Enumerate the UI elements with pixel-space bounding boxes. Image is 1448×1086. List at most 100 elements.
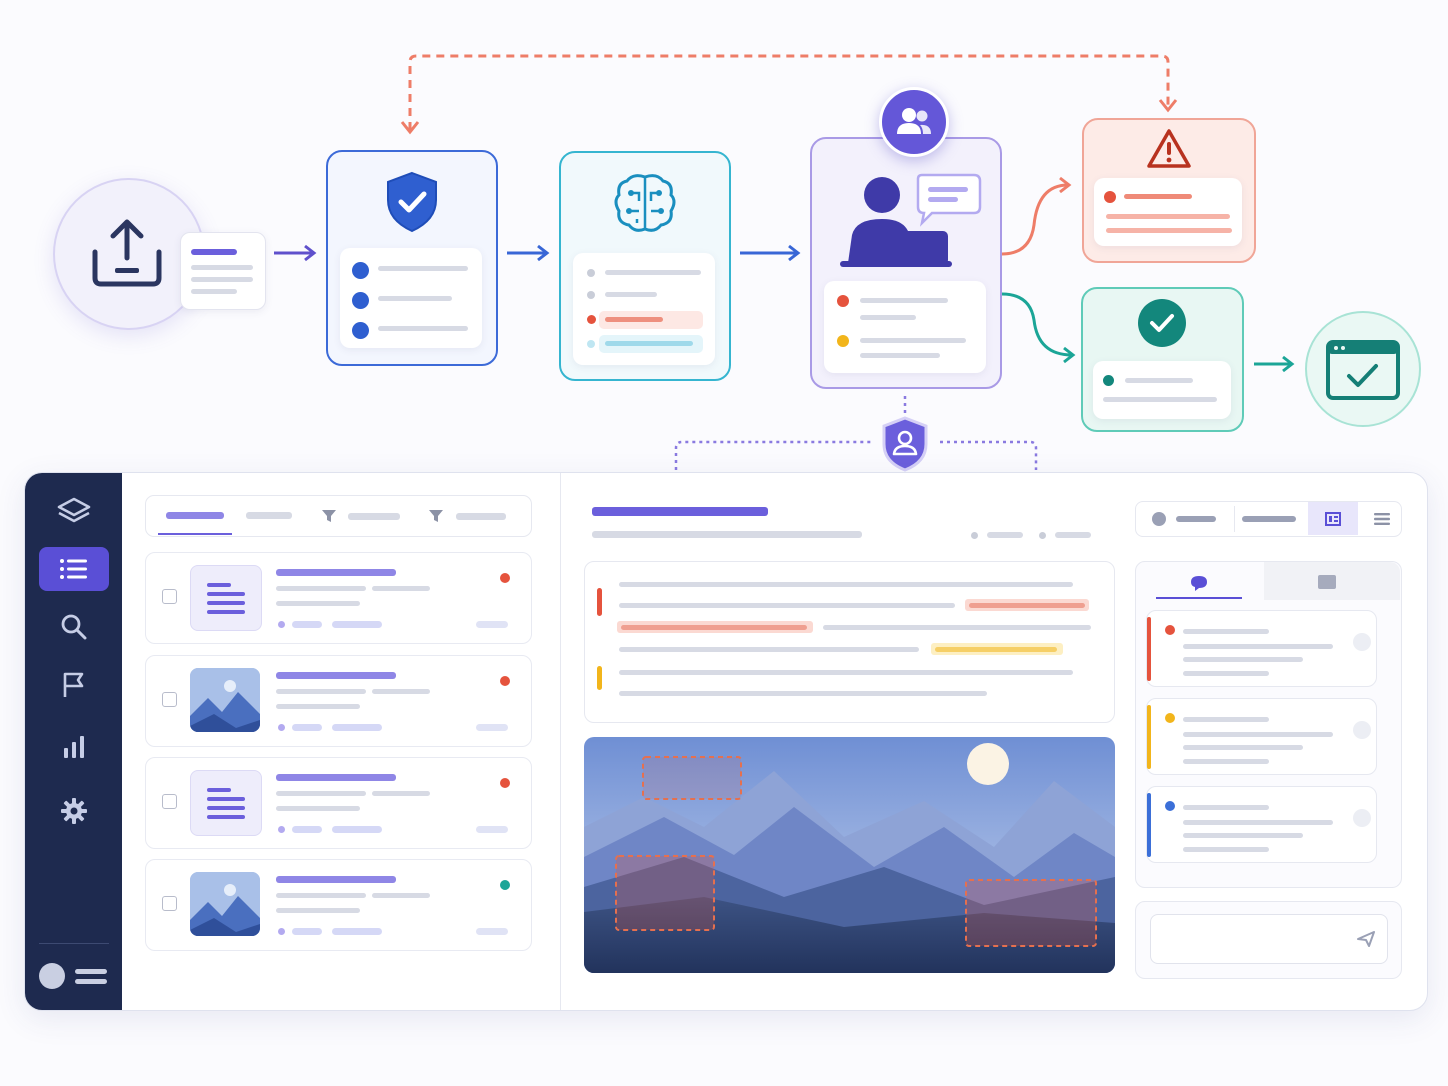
status-dot: [500, 573, 510, 583]
approved-stage: [1081, 287, 1244, 432]
text-content-card: [584, 561, 1115, 723]
human-review-stage: [810, 137, 1002, 389]
list-view-button[interactable]: [1364, 502, 1400, 536]
image-content-card: [584, 737, 1115, 973]
arrow-upload-to-validate: [274, 244, 317, 262]
detection-box: [615, 855, 715, 931]
team-badge: [879, 87, 949, 157]
document-icon: [190, 770, 262, 836]
bar-chart-icon: [64, 736, 84, 758]
sort-dropdown[interactable]: [1240, 502, 1304, 536]
highlight-red-1[interactable]: [965, 599, 1089, 611]
list-view-icon: [1374, 513, 1390, 525]
row-checkbox[interactable]: [162, 589, 177, 604]
list-item[interactable]: [145, 655, 532, 747]
funnel-icon: [429, 510, 443, 522]
upload-tray-icon: [92, 219, 162, 287]
privacy-badge: [881, 416, 929, 472]
send-icon[interactable]: [1357, 931, 1375, 947]
row-checkbox[interactable]: [162, 896, 177, 911]
filter-type[interactable]: [318, 496, 404, 536]
highlight-yellow[interactable]: [931, 643, 1063, 655]
flag-details-card: [1094, 178, 1242, 246]
users-icon: [897, 108, 931, 134]
tab-details[interactable]: [1264, 562, 1400, 600]
gear-icon: [61, 798, 87, 824]
flag-icon: [63, 672, 84, 697]
review-notes-card: [824, 281, 986, 373]
sidebar-item-flags[interactable]: [39, 663, 109, 707]
sidebar-item-settings[interactable]: [39, 789, 109, 833]
comment-item[interactable]: [1146, 698, 1377, 775]
comments-tab-bar: [1136, 562, 1401, 600]
analysis-results-card: [573, 253, 715, 365]
upload-document-card: [180, 232, 266, 310]
reply-panel: [1135, 901, 1402, 979]
shield-check-icon: [387, 171, 437, 233]
comment-item[interactable]: [1146, 610, 1377, 687]
list-item[interactable]: [145, 859, 532, 951]
sidebar-item-search[interactable]: [39, 605, 109, 649]
list-icon: [60, 559, 87, 579]
comment-item[interactable]: [1146, 786, 1377, 863]
brain-circuit-icon: [614, 174, 676, 232]
image-icon: [190, 872, 260, 936]
search-icon: [61, 614, 87, 640]
status-filter[interactable]: [1146, 502, 1236, 536]
tab-all[interactable]: [158, 496, 232, 536]
column-divider: [560, 473, 561, 1010]
status-dot: [500, 778, 510, 788]
row-checkbox[interactable]: [162, 794, 177, 809]
ai-analysis-stage: [559, 151, 731, 381]
detail-title: [592, 507, 768, 516]
reply-input[interactable]: [1150, 914, 1388, 964]
status-dot: [500, 880, 510, 890]
checklist-card: [340, 248, 482, 348]
queue-filter-bar: [145, 495, 532, 537]
validation-stage: [326, 150, 498, 366]
warning-triangle-icon: [1147, 129, 1191, 168]
published-stage: [1305, 311, 1421, 427]
pipeline-connectors: [274, 54, 1295, 470]
avatar: [1353, 721, 1371, 739]
detail-subtitle: [592, 531, 862, 538]
detection-box: [965, 879, 1097, 947]
avatar: [1353, 633, 1371, 651]
upload-stage: [53, 178, 205, 330]
row-checkbox[interactable]: [162, 692, 177, 707]
layers-icon: [57, 497, 91, 523]
browser-check-icon: [1326, 340, 1400, 400]
avatar: [39, 963, 65, 989]
chat-bubble-icon: [1191, 576, 1207, 591]
detection-box: [642, 756, 742, 800]
avatar: [1353, 809, 1371, 827]
comments-panel: [1135, 561, 1402, 888]
list-item[interactable]: [145, 757, 532, 849]
sidebar: [25, 473, 122, 1010]
funnel-icon: [322, 510, 336, 522]
user-profile[interactable]: [39, 961, 111, 991]
user-shield-icon: [882, 416, 928, 472]
sidebar-item-list[interactable]: [39, 547, 109, 591]
grid-view-button[interactable]: [1308, 502, 1358, 535]
flagged-stage: [1082, 118, 1256, 263]
image-icon: [190, 668, 260, 732]
document-icon: [190, 565, 262, 631]
tab-comments[interactable]: [1156, 562, 1242, 600]
warning-marker: [597, 666, 602, 690]
highlight-red-2[interactable]: [617, 621, 813, 633]
flag-marker: [597, 588, 602, 616]
sidebar-item-layers[interactable]: [39, 489, 109, 533]
sidebar-item-analytics[interactable]: [39, 725, 109, 769]
view-toggle-bar: [1135, 501, 1402, 537]
reviewer-at-laptop-icon: [840, 173, 982, 267]
mountain-landscape-image: [584, 737, 1115, 973]
approval-details-card: [1093, 361, 1231, 419]
check-circle-icon: [1138, 299, 1186, 347]
moderation-app-window: [24, 472, 1428, 1011]
sidebar-divider: [39, 943, 109, 944]
filter-status[interactable]: [428, 496, 518, 536]
card-icon: [1318, 575, 1336, 589]
list-item[interactable]: [145, 552, 532, 644]
tab-pending[interactable]: [242, 496, 302, 536]
